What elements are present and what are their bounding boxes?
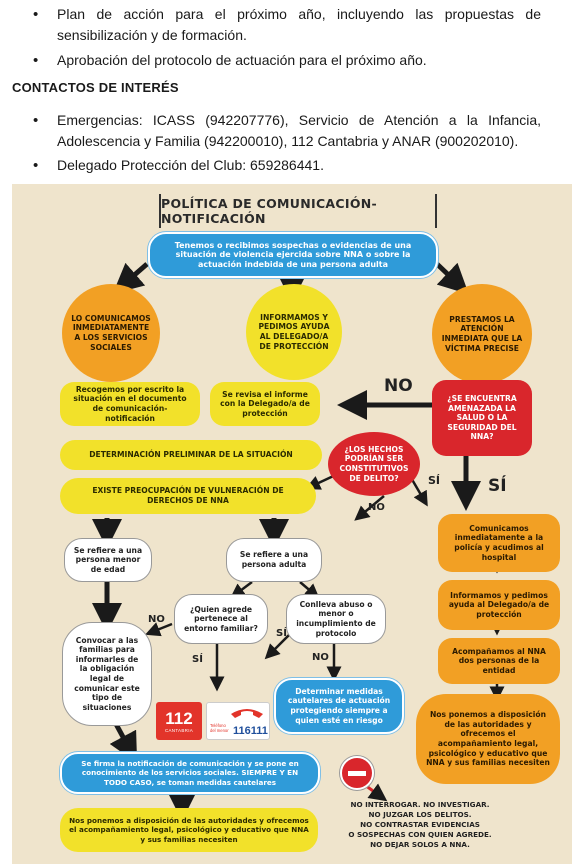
contacts-list: Emergencias: ICASS (942207776), Servicio… <box>0 110 583 176</box>
call-police-box: Comunicamos inmediatamente a la policía … <box>438 514 560 572</box>
aggressor-family-question: ¿Quien agrede pertenece al entorno famil… <box>174 594 268 644</box>
logo-116-number: 116111 <box>233 725 268 737</box>
no-label-abuse: NO <box>312 652 329 663</box>
agenda-list: Plan de acción para el próximo año, incl… <box>0 4 583 71</box>
preliminary-determination-bar: DETERMINACIÓN PRELIMINAR DE LA SITUACIÓN <box>60 440 322 470</box>
flow-arrows <box>92 262 505 821</box>
rights-violation-concern-bar: EXISTE PREOCUPACIÓN DE VULNERACIÓN DE DE… <box>60 478 316 514</box>
crime-question-circle: ¿LOS HECHOS PODRÍAN SER CONSTITUTIVOS DE… <box>328 432 420 496</box>
request-delegate-help-box: Informamos y pedimos ayuda al Delegado/a… <box>438 580 560 630</box>
si-label-left: SÍ <box>192 654 203 665</box>
emergency-112-logo: 112 CANTABRIA <box>156 702 202 740</box>
trigger-box: Tenemos o recibimos sospechas o evidenci… <box>148 232 438 278</box>
list-item: O SOSPECHAS CON QUIEN AGREDE. <box>348 830 492 839</box>
immediate-attention-circle: PRESTAMOS LA ATENCIÓN INMEDIATA QUE LA V… <box>432 284 532 384</box>
no-label-aggressor: NO <box>148 614 165 625</box>
review-report-box: Se revisa el informe con la Delegado/a d… <box>210 382 320 426</box>
inform-delegate-circle: INFORMAMOS Y PEDIMOS AYUDA AL DELEGADO/A… <box>246 284 342 380</box>
section-heading: CONTACTOS DE INTERÉS <box>12 80 179 95</box>
communication-policy-infographic: POLÍTICA DE COMUNICACIÓN- NOTIFICACIÓN T… <box>12 184 572 864</box>
precautionary-measures-box: Determinar medidas cautelares de actuaci… <box>274 678 404 734</box>
list-item: NO CONTRASTAR EVIDENCIAS <box>360 820 480 829</box>
convene-families-box: Convocar a las familias para informarles… <box>62 622 152 726</box>
list-item: NO DEJAR SOLOS A NNA. <box>370 840 470 849</box>
list-item: Emergencias: ICASS (942207776), Servicio… <box>0 110 583 152</box>
no-label-large: NO <box>384 376 413 396</box>
record-in-writing-box: Recogemos por escrito la situación en el… <box>60 382 200 426</box>
support-authorities-box-bottom: Nos ponemos a disposición de las autorid… <box>60 808 318 852</box>
communicate-social-services-circle: LO COMUNICAMOS INMEDIATAMENTE A LOS SERV… <box>62 284 160 382</box>
infographic-title: POLÍTICA DE COMUNICACIÓN- NOTIFICACIÓN <box>159 194 437 228</box>
minor-case-box: Se refiere a una persona menor de edad <box>64 538 152 582</box>
support-authorities-box-right: Nos ponemos a disposición de las autorid… <box>416 694 560 784</box>
accompany-box: Acompañamos al NNA dos personas de la en… <box>438 638 560 684</box>
logo-116-label: Teléfono del menor <box>210 723 229 733</box>
si-label-small: SÍ <box>428 474 441 487</box>
phone-icon <box>231 709 263 718</box>
abuse-question: Conlleva abuso o menor o incumplimiento … <box>286 594 386 644</box>
prohibitions-list: NO INTERROGAR. NO INVESTIGAR. NO JUZGAR … <box>332 800 508 850</box>
list-item: Delegado Protección del Club: 659286441. <box>0 155 583 176</box>
si-label-abuse: SÍ <box>276 628 287 639</box>
prohibited-sign-icon <box>340 756 374 790</box>
adult-case-box: Se refiere a una persona adulta <box>226 538 322 582</box>
threat-question-box: ¿SE ENCUENTRA AMENAZADA LA SALUD O LA SE… <box>432 380 532 456</box>
no-label-crime: NO <box>368 502 385 513</box>
si-label-large: SÍ <box>488 476 507 496</box>
child-helpline-logo: Teléfono del menor 116111 <box>206 702 270 740</box>
list-item: Plan de acción para el próximo año, incl… <box>0 4 583 46</box>
list-item: NO JUZGAR LOS DELITOS. <box>368 810 472 819</box>
list-item: NO INTERROGAR. NO INVESTIGAR. <box>350 800 490 809</box>
list-item: Aprobación del protocolo de actuación pa… <box>0 50 583 71</box>
sign-notification-box: Se firma la notificación de comunicación… <box>60 752 320 794</box>
logo-112-subtitle: CANTABRIA <box>164 727 194 733</box>
logo-112-number: 112 <box>165 708 193 728</box>
